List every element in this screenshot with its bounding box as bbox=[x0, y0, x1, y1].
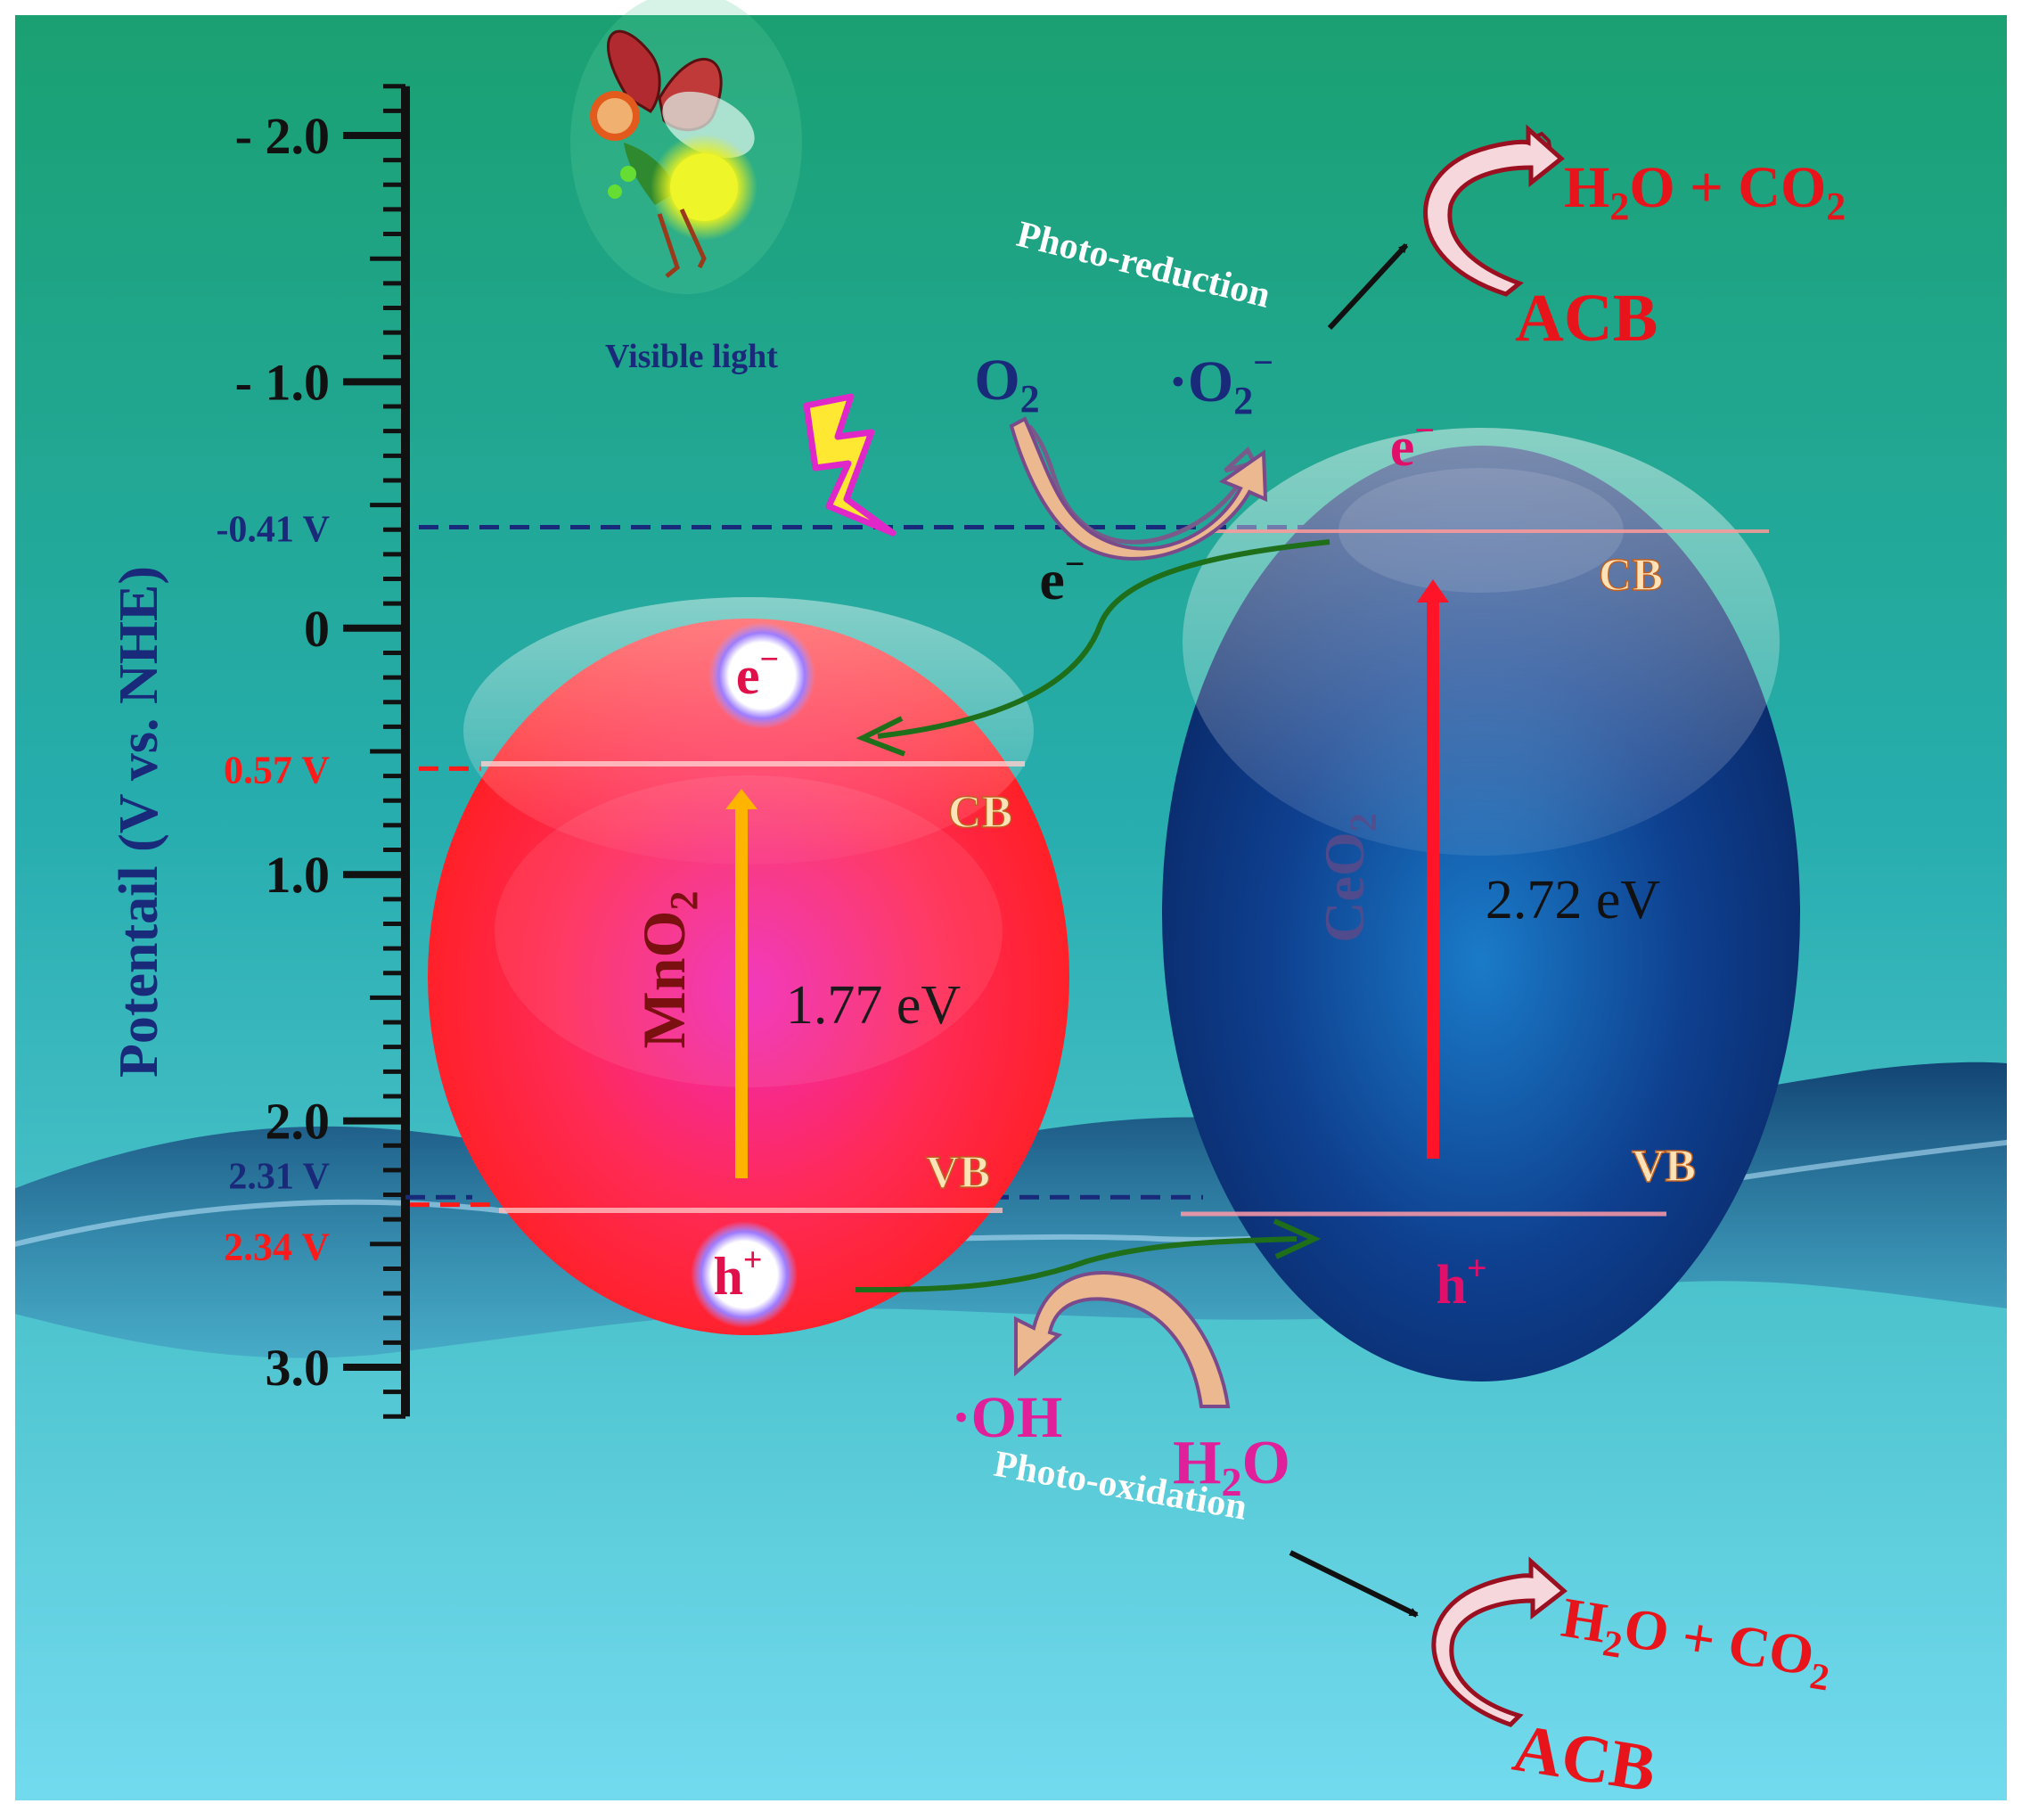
ceo2-sphere bbox=[1162, 428, 1800, 1381]
ceo2-label: CeO2 bbox=[1313, 813, 1385, 942]
transfer-electron-label: e− bbox=[1039, 544, 1085, 611]
axis-tick-label: 2.0 bbox=[266, 1093, 331, 1151]
ceo2-electron: e− bbox=[1390, 410, 1435, 478]
photo-reduction-arrow bbox=[1327, 242, 1409, 331]
mno2-vb-label: VB bbox=[926, 1147, 990, 1198]
reduction-product-cycle-icon bbox=[1423, 124, 1565, 297]
level-label: 0.57 V bbox=[224, 748, 330, 791]
mno2-electron-badge: e− bbox=[708, 622, 815, 729]
mno2-bandgap: 1.77 eV bbox=[786, 975, 962, 1036]
electron-transfer-arrowhead bbox=[855, 716, 906, 757]
oxidation-product-cycle-icon bbox=[1431, 1556, 1568, 1727]
ceo2-excitation-arrowhead bbox=[1417, 579, 1449, 603]
axis-tick-label: 3.0 bbox=[266, 1339, 331, 1397]
lightning-bolt-icon bbox=[803, 393, 896, 537]
ceo2-hole: h+ bbox=[1436, 1248, 1486, 1316]
reduction-result-label: H2O + CO2 bbox=[1564, 155, 1846, 228]
svg-text:e−: e− bbox=[736, 641, 779, 705]
o2-label: O2 bbox=[974, 348, 1039, 421]
hole-transfer-arrow bbox=[855, 1236, 1298, 1293]
axis-tick-label: - 2.0 bbox=[235, 107, 330, 165]
water-label: H2O bbox=[1173, 1429, 1290, 1504]
mno2-sphere bbox=[428, 597, 1069, 1335]
axis-tick-label: 0 bbox=[304, 600, 330, 658]
mno2-label: MnO2 bbox=[630, 891, 706, 1049]
o2-reduction-curve-fill bbox=[1009, 416, 1268, 561]
axis-tick-label: - 1.0 bbox=[235, 353, 330, 411]
mno2-cb-label: CB bbox=[948, 787, 1012, 838]
level-label: 2.31 V bbox=[228, 1156, 330, 1197]
axis-title: Potentail (V vs. NHE) bbox=[109, 566, 169, 1078]
oxidation-result-label: H2O + CO2 bbox=[1556, 1586, 1837, 1700]
axis-tick-label: 1.0 bbox=[266, 846, 331, 904]
water-oxidation-curve-arrow bbox=[1014, 1271, 1231, 1408]
visible-light-label: Visible light bbox=[605, 338, 778, 375]
superoxide-label: ·O2− bbox=[1168, 342, 1273, 422]
firefly-illustration bbox=[570, 0, 802, 294]
potential-axis: - 2.0 - 1.0 0 1.0 2.0 3.0 bbox=[235, 84, 410, 1419]
mno2-hole-badge: h+ bbox=[691, 1221, 798, 1328]
hydroxyl-radical-label: ·OH bbox=[952, 1385, 1063, 1450]
ceo2-vb-label: VB bbox=[1632, 1141, 1696, 1192]
svg-text:h+: h+ bbox=[713, 1242, 762, 1306]
level-label: 2.34 V bbox=[224, 1226, 330, 1269]
photo-oxidation-arrow bbox=[1289, 1550, 1419, 1618]
ceo2-bandgap: 2.72 eV bbox=[1486, 870, 1661, 930]
ceo2-cb-label: CB bbox=[1599, 550, 1663, 601]
mno2-excitation-arrowhead bbox=[725, 789, 757, 809]
electron-transfer-arrow bbox=[877, 539, 1330, 739]
level-label: -0.41 V bbox=[216, 509, 330, 550]
hole-transfer-arrowhead bbox=[1273, 1218, 1322, 1259]
reduction-pollutant-label: ACB bbox=[1515, 281, 1658, 356]
